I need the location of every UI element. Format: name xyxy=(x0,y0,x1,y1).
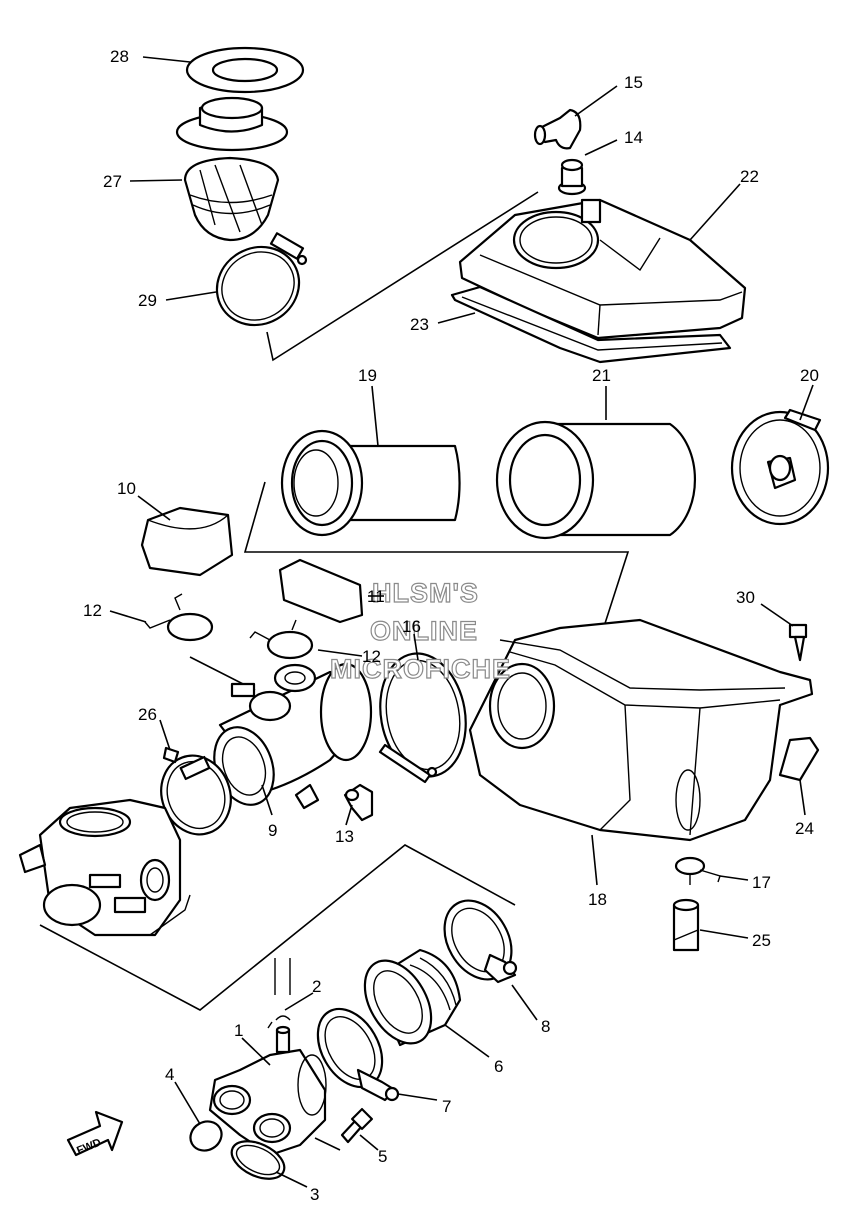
callout-18: 18 xyxy=(588,890,607,909)
part-23-seal xyxy=(450,285,732,364)
part-14-grommet xyxy=(557,158,587,196)
callout-14: 14 xyxy=(624,128,643,147)
watermark-line-1: HLSM'S xyxy=(372,578,479,608)
part-12-spring-clip-a xyxy=(144,593,214,642)
part-26-clamp xyxy=(160,746,232,836)
part-27-funnel xyxy=(175,96,289,242)
callout-30: 30 xyxy=(736,588,755,607)
group-outline-lines xyxy=(39,191,630,1151)
part-4-o-ring xyxy=(189,1120,223,1152)
callout-7: 7 xyxy=(442,1097,451,1116)
part-5-bolt xyxy=(340,1108,373,1144)
callout-11: 11 xyxy=(367,587,385,606)
part-25-hose xyxy=(672,898,700,952)
watermark-line-3: MICROFICHE xyxy=(330,654,511,684)
part-24-clip xyxy=(778,736,820,782)
callout-16: 16 xyxy=(402,617,421,636)
part-13-elbow xyxy=(343,783,374,822)
callout-25: 25 xyxy=(752,931,771,950)
callout-6: 6 xyxy=(494,1057,503,1076)
callout-19: 19 xyxy=(358,366,377,385)
callout-5: 5 xyxy=(378,1147,387,1166)
callout-4: 4 xyxy=(165,1065,174,1084)
part-15-elbow-fitting xyxy=(533,108,582,150)
part-11-pad xyxy=(278,558,364,624)
callout-28: 28 xyxy=(110,47,129,66)
callout-17: 17 xyxy=(752,873,771,892)
callout-13: 13 xyxy=(335,827,354,846)
part-18-airbox xyxy=(468,618,814,842)
part-19-air-element xyxy=(280,429,461,537)
part-30-screw xyxy=(788,623,808,662)
part-17-clip xyxy=(674,856,721,885)
callout-8: 8 xyxy=(541,1017,550,1036)
callout-9: 9 xyxy=(268,821,277,840)
part-12-spring-clip-b xyxy=(249,619,314,660)
callout-10: 10 xyxy=(117,479,136,498)
part-16-clamp xyxy=(378,652,467,784)
part-10-pad xyxy=(140,506,234,577)
callout-29: 29 xyxy=(138,291,157,310)
callout-labels: 28 27 29 15 14 22 23 19 21 20 10 11 12 1… xyxy=(83,47,819,1204)
callout-15: 15 xyxy=(624,73,643,92)
callout-27: 27 xyxy=(103,172,122,191)
callout-22: 22 xyxy=(740,167,759,186)
part-29-clamp xyxy=(215,232,308,327)
watermark: HLSM'S ONLINE MICROFICHE xyxy=(329,577,511,684)
callout-3: 3 xyxy=(310,1185,319,1204)
callout-24: 24 xyxy=(795,819,814,838)
callout-12a: 12 xyxy=(83,601,102,620)
part-3-gasket xyxy=(230,1140,286,1180)
watermark-line-2: ONLINE xyxy=(370,616,478,646)
part-21-air-element xyxy=(495,420,696,540)
part-28-gasket xyxy=(185,46,305,94)
part-7-clamp xyxy=(316,1007,400,1102)
callout-2: 2 xyxy=(312,977,321,996)
callout-1: 1 xyxy=(234,1021,243,1040)
part-2-clip xyxy=(267,958,291,1029)
part-20-end-cap xyxy=(730,408,830,526)
callout-21: 21 xyxy=(592,366,611,385)
part-1-intake-manifold xyxy=(208,1025,327,1157)
callout-20: 20 xyxy=(800,366,819,385)
callout-leaders xyxy=(109,56,814,1188)
carburetor xyxy=(18,798,191,937)
fwd-arrow-icon: FWD xyxy=(66,1110,124,1157)
callout-12b: 12 xyxy=(362,647,381,666)
callout-26: 26 xyxy=(138,705,157,724)
callout-23: 23 xyxy=(410,315,429,334)
part-8-clamp xyxy=(443,899,518,984)
part-6-intake-joint xyxy=(363,948,462,1047)
